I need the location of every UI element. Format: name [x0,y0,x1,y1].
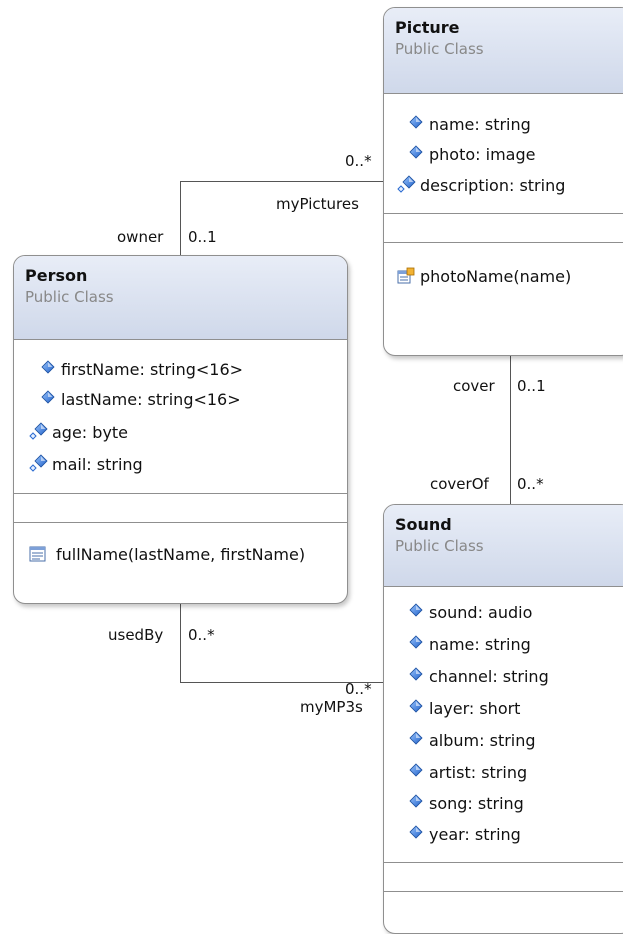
attribute-text: firstName: string<16> [61,359,244,379]
property-icon [405,793,425,813]
class-stereotype: Public Class [25,288,114,306]
assoc-person-sound-horizontal [180,682,384,683]
attribute-row[interactable]: name: string [405,629,531,659]
attribute-row[interactable]: layer: short [405,693,520,723]
compartment-divider [384,862,623,863]
optional-property-icon [28,454,48,474]
attribute-text: age: byte [52,422,129,442]
class-title: Person [25,266,88,285]
role-label-cover-mult: 0..1 [517,377,546,395]
attribute-row[interactable]: description: string [396,170,565,200]
assoc-person-picture-horizontal [180,181,384,182]
class-stereotype: Public Class [395,40,484,58]
attribute-text: channel: string [429,666,549,686]
property-icon [405,144,425,164]
class-header: Sound Public Class [384,505,623,587]
property-icon [405,602,425,622]
compartment-divider [14,522,347,523]
optional-property-icon [28,422,48,442]
role-label-usedby-mult: 0..* [188,626,215,644]
class-header: Person Public Class [14,256,347,340]
attribute-row[interactable]: year: string [405,819,521,849]
attribute-text: description: string [420,175,566,195]
property-icon [405,698,425,718]
property-icon [405,730,425,750]
method-text: photoName(name) [420,266,572,286]
attribute-text: name: string [429,114,531,134]
role-label-mymp3s: myMP3s [300,698,363,716]
class-picture[interactable]: Picture Public Class name: string photo:… [383,7,623,356]
assoc-person-picture-vertical [180,181,181,256]
compartment-divider [384,242,623,243]
method-icon [28,544,48,564]
method-row[interactable]: photoName(name) [396,261,571,291]
role-label-owner-mult: 0..1 [188,228,217,246]
attribute-text: name: string [429,634,531,654]
class-person[interactable]: Person Public Class firstName: string<16… [13,255,348,604]
class-stereotype: Public Class [395,537,484,555]
role-label-mypictures-mult: 0..* [345,152,372,170]
compartment-divider [384,213,623,214]
optional-property-icon [396,175,416,195]
attribute-text: layer: short [429,698,521,718]
attribute-row[interactable]: name: string [405,109,531,139]
property-icon [405,114,425,134]
property-icon [405,824,425,844]
attribute-row[interactable]: album: string [405,725,536,755]
attribute-row[interactable]: firstName: string<16> [37,354,243,384]
assoc-picture-sound-line [510,355,511,505]
attribute-row[interactable]: photo: image [405,139,535,169]
role-label-usedby: usedBy [108,626,164,644]
attribute-text: sound: audio [429,602,533,622]
assoc-person-sound-vertical [180,603,181,683]
attribute-row[interactable]: song: string [405,788,524,818]
method-icon [396,266,416,286]
class-title: Sound [395,515,452,534]
class-sound[interactable]: Sound Public Class sound: audio name: st… [383,504,623,934]
class-title: Picture [395,18,460,37]
property-icon [37,359,57,379]
attribute-text: lastName: string<16> [61,389,241,409]
role-label-mymp3s-mult: 0..* [345,680,372,698]
method-row[interactable]: fullName(lastName, firstName) [28,539,305,569]
attribute-text: song: string [429,793,524,813]
attribute-row[interactable]: lastName: string<16> [37,384,241,414]
role-label-coverof: coverOf [430,475,489,493]
attribute-text: year: string [429,824,521,844]
role-label-owner: owner [117,228,164,246]
attribute-row[interactable]: mail: string [28,449,143,479]
attribute-row[interactable]: artist: string [405,757,527,787]
property-icon [405,666,425,686]
attribute-row[interactable]: channel: string [405,661,549,691]
attribute-text: album: string [429,730,536,750]
role-label-coverof-mult: 0..* [517,475,544,493]
compartment-divider [14,493,347,494]
compartment-divider [384,891,623,892]
attribute-row[interactable]: age: byte [28,417,128,447]
attribute-text: photo: image [429,144,536,164]
role-label-mypictures: myPictures [276,195,359,213]
attribute-text: mail: string [52,454,143,474]
property-icon [405,762,425,782]
attribute-text: artist: string [429,762,528,782]
property-icon [37,389,57,409]
class-header: Picture Public Class [384,8,623,94]
property-icon [405,634,425,654]
role-label-cover: cover [453,377,495,395]
method-text: fullName(lastName, firstName) [56,544,306,564]
attribute-row[interactable]: sound: audio [405,597,532,627]
